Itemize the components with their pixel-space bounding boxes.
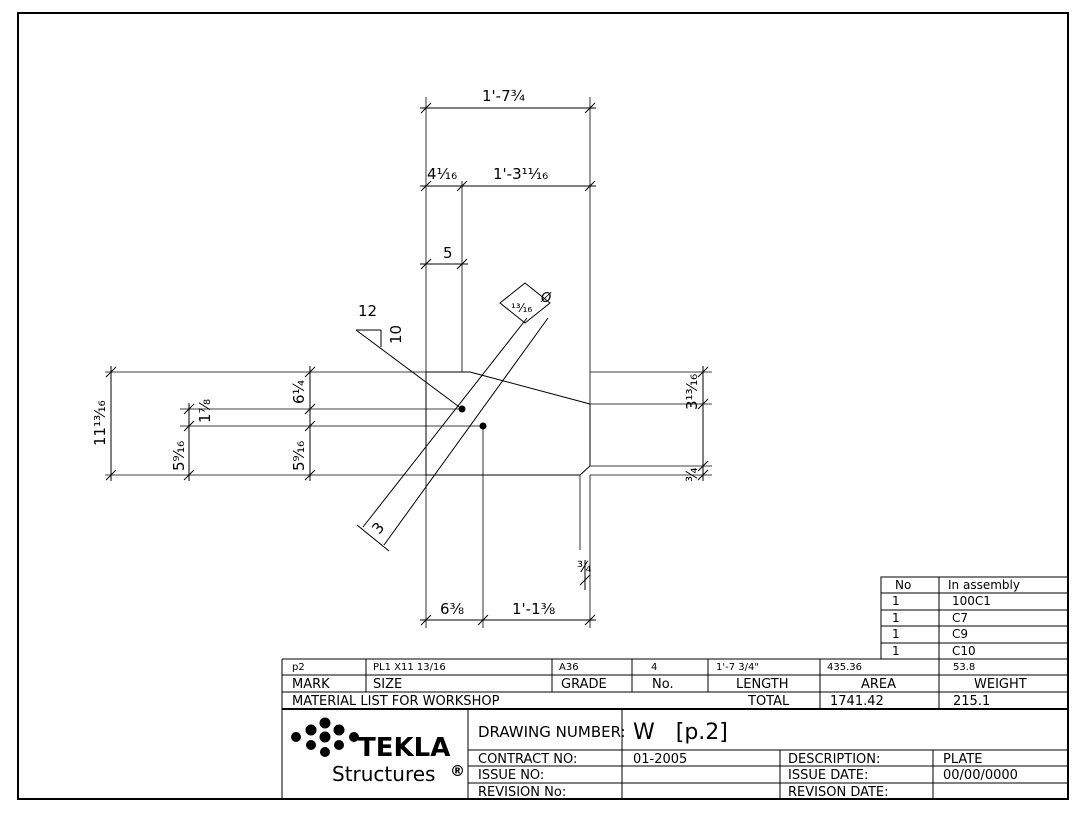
- assembly-row-item: C7: [952, 611, 968, 625]
- header-weight: WEIGHT: [974, 677, 1027, 692]
- diagonal-lines: [355, 282, 551, 552]
- title-block-texts: DRAWING NUMBER: W [p.2] CONTRACT NO: 01-…: [478, 720, 1018, 800]
- logo-registered: ®: [450, 762, 465, 780]
- material-table: [281, 658, 1068, 799]
- assembly-row-no: 1: [892, 627, 900, 641]
- total-label: TOTAL: [747, 694, 790, 709]
- assembly-row-no: 1: [892, 594, 900, 608]
- drawing-number-label: DRAWING NUMBER:: [478, 723, 626, 741]
- header-area: AREA: [861, 677, 896, 692]
- total-weight: 215.1: [953, 694, 990, 709]
- dim-bottom-small: ¾: [577, 558, 592, 576]
- header-size: SIZE: [373, 677, 402, 692]
- contract-value: 01-2005: [633, 752, 687, 767]
- hole-symbol-icon: Ø: [540, 291, 552, 306]
- sheet-border: [17, 12, 1069, 800]
- dim-left-b: 1⅞: [196, 399, 214, 423]
- extension-lines: [105, 97, 712, 628]
- assembly-header-no: No: [895, 578, 911, 592]
- title-block: [467, 709, 1068, 799]
- drawing-number: W [p.2]: [633, 720, 728, 745]
- material-header-texts: MARK SIZE GRADE No. LENGTH AREA WEIGHT M…: [292, 677, 1027, 709]
- dim-top-left: 4¹⁄₁₆: [427, 165, 457, 183]
- material-area: 435.36: [827, 662, 862, 673]
- description-value: PLATE: [943, 752, 982, 767]
- dim-top-overall: 1'-7¾: [482, 87, 526, 105]
- assembly-row-no: 1: [892, 644, 900, 658]
- dim-right-upper: 3¹³⁄₁₆: [683, 374, 701, 410]
- slope-run: 12: [358, 302, 377, 320]
- bolt-point-upper: [458, 405, 466, 413]
- issue-label: ISSUE NO:: [478, 768, 544, 783]
- dim-weld: 3: [368, 519, 388, 538]
- assembly-texts: No In assembly 1 100C1 1 C7 1 C9 1 C10: [892, 578, 1020, 658]
- dim-bottom-left: 6⅜: [440, 600, 464, 618]
- total-area: 1741.42: [830, 694, 884, 709]
- header-grade: GRADE: [561, 677, 607, 692]
- assembly-row-item: 100C1: [952, 594, 991, 608]
- dimension-texts: 1'-7¾ 4¹⁄₁₆ 1'-3¹¹⁄₁₆ 5 6⅜ 1'-1⅜ ¾ 11¹³⁄…: [91, 87, 701, 618]
- bolt-point-lower: [479, 422, 487, 430]
- material-weight: 53.8: [953, 662, 975, 673]
- dim-mid-upper: 6¼: [290, 379, 308, 404]
- contract-label: CONTRACT NO:: [478, 752, 577, 767]
- assembly-header-in: In assembly: [948, 578, 1020, 592]
- assembly-row-no: 1: [892, 611, 900, 625]
- material-length: 1'-7 3/4": [716, 662, 759, 673]
- material-size: PL1 X11 13/16: [373, 662, 446, 673]
- logo-sub: Structures: [332, 762, 435, 786]
- header-length: LENGTH: [736, 677, 789, 692]
- dim-top-right: 1'-3¹¹⁄₁₆: [493, 165, 548, 183]
- dim-left-overall: 11¹³⁄₁₆: [91, 400, 109, 446]
- assembly-row-item: C9: [952, 627, 968, 641]
- dim-five: 5: [443, 244, 453, 262]
- material-row-texts: p2 PL1 X11 13/16 A36 4 1'-7 3/4" 435.36 …: [292, 662, 975, 673]
- dim-mid-lower: 5⁹⁄₁₆: [290, 441, 308, 471]
- issue-date-label: ISSUE DATE:: [788, 768, 868, 783]
- material-no: 4: [651, 662, 657, 673]
- revision-date-label: REVISON DATE:: [788, 785, 889, 800]
- header-no: No.: [652, 677, 674, 692]
- hole-size: ¹³⁄₁₆: [511, 301, 532, 315]
- dim-right-lower: ¾: [683, 467, 701, 482]
- dimension-lines: [105, 102, 709, 626]
- tekla-logo-icon: [291, 717, 359, 757]
- material-list-title: MATERIAL LIST FOR WORKSHOP: [292, 694, 500, 709]
- assembly-row-item: C10: [952, 644, 976, 658]
- issue-date-value: 00/00/0000: [943, 768, 1018, 783]
- logo-word: TEKLA: [358, 733, 450, 763]
- dim-bottom-right: 1'-1⅜: [512, 600, 555, 618]
- description-label: DESCRIPTION:: [788, 752, 880, 767]
- slope-rise: 10: [387, 325, 405, 344]
- revision-label: REVISION No:: [478, 785, 566, 800]
- dim-left-a: 5⁹⁄₁₆: [170, 441, 188, 471]
- material-mark: p2: [292, 662, 305, 673]
- plate-outline: [425, 371, 591, 476]
- header-mark: MARK: [292, 677, 330, 692]
- assembly-table: [880, 576, 1069, 660]
- material-grade: A36: [559, 662, 579, 673]
